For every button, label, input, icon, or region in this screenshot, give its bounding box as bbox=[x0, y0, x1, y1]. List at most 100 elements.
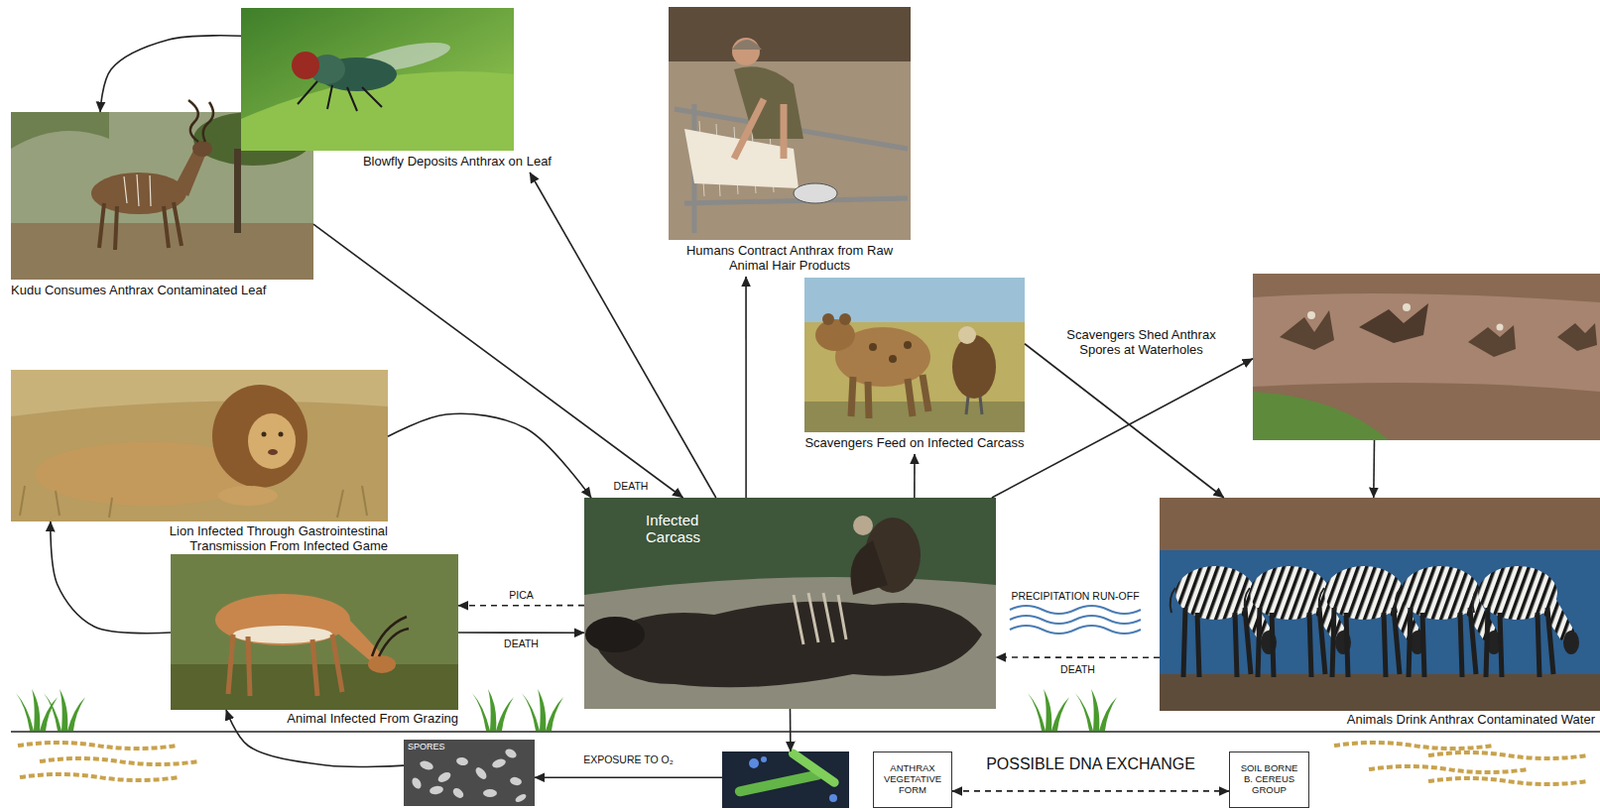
lion-photo bbox=[218, 486, 278, 506]
spore-micrograph bbox=[403, 739, 535, 807]
stage-label: SOIL BORNE B. CEREUS GROUP bbox=[1229, 751, 1310, 809]
ground bbox=[1428, 752, 1588, 759]
flow-arrow bbox=[100, 35, 242, 113]
blowfly-photo bbox=[241, 7, 514, 151]
tanning-photo bbox=[732, 39, 762, 50]
spore-micrograph bbox=[483, 789, 497, 798]
stage-box: ANTHRAX VEGETATIVE FORM bbox=[722, 751, 953, 809]
stage-label: ANTHRAX VEGETATIVE FORM bbox=[872, 751, 953, 809]
hyena-photo bbox=[966, 396, 983, 415]
blowfly-photo bbox=[291, 51, 320, 80]
lion-photo bbox=[247, 413, 296, 470]
waterhole-photo bbox=[1496, 324, 1504, 332]
carcass-photo bbox=[853, 515, 873, 536]
tanning-photo bbox=[668, 6, 911, 241]
waterhole-photo bbox=[1252, 273, 1600, 441]
hyena-photo bbox=[815, 319, 856, 352]
carcass-photo bbox=[584, 497, 996, 596]
ground bbox=[17, 742, 177, 749]
carcass-photo bbox=[793, 593, 847, 645]
lion-photo bbox=[261, 432, 267, 438]
spore-micrograph bbox=[418, 759, 435, 772]
runoff-wave bbox=[1009, 615, 1141, 624]
ground bbox=[1334, 742, 1493, 749]
hyena-photo bbox=[804, 277, 1025, 433]
spore-micrograph bbox=[455, 756, 469, 767]
spore-micrograph bbox=[513, 792, 527, 804]
carcass-photo bbox=[584, 497, 996, 710]
photo-panel: Kudu Consumes Anthrax Contaminated Leaf bbox=[10, 112, 314, 280]
caption: Animals Drink Anthrax Contaminated Water bbox=[1279, 713, 1596, 729]
ground bbox=[1027, 689, 1070, 732]
ground bbox=[43, 689, 86, 732]
photo-panel: Lion Infected Through Gastrointestinal T… bbox=[10, 369, 388, 522]
hyena-photo bbox=[868, 343, 877, 352]
caption: Humans Contract Anthrax from Raw Animal … bbox=[683, 244, 896, 274]
edge-label: DEATH bbox=[501, 637, 541, 650]
blowfly-photo bbox=[241, 7, 514, 151]
waterhole-photo bbox=[1307, 311, 1316, 320]
flow-arrow bbox=[534, 776, 723, 779]
spore-micrograph bbox=[410, 776, 424, 791]
caption: SPORES bbox=[407, 741, 468, 752]
caption: Scavengers Shed Anthrax Spores at Waterh… bbox=[1049, 328, 1233, 359]
hyena-photo bbox=[958, 326, 977, 345]
impala-photo bbox=[228, 634, 343, 697]
ground bbox=[19, 774, 179, 781]
photo-panel: Infected Carcass bbox=[584, 497, 996, 710]
flow-arrow bbox=[991, 359, 1253, 498]
impala-photo bbox=[170, 554, 459, 711]
flow-arrow bbox=[50, 521, 171, 634]
hyena-photo bbox=[903, 341, 912, 350]
photo-panel: Blowfly Deposits Anthrax on Leaf bbox=[241, 7, 552, 173]
impala-photo bbox=[215, 594, 351, 646]
kudu-photo bbox=[99, 202, 182, 250]
flow-arrow bbox=[1372, 440, 1375, 498]
bacillus-micrograph bbox=[748, 758, 759, 769]
tanning-photo bbox=[668, 6, 911, 62]
edge-label: EXPOSURE TO O₂ bbox=[581, 753, 676, 766]
ground bbox=[472, 689, 514, 732]
lion-photo bbox=[278, 432, 284, 438]
runoff-wave bbox=[1009, 606, 1141, 634]
waterhole-photo bbox=[1252, 391, 1389, 441]
photo-panel: Scavengers Shed Anthrax Spores at Waterh… bbox=[1252, 273, 1600, 441]
spore-micrograph bbox=[403, 739, 535, 807]
waterhole-photo bbox=[1279, 310, 1335, 351]
ground bbox=[521, 689, 564, 732]
ground bbox=[10, 731, 1600, 734]
tanning-photo bbox=[734, 99, 784, 159]
ground bbox=[10, 689, 1600, 785]
hyena-photo bbox=[822, 313, 835, 326]
tanning-photo bbox=[734, 66, 804, 139]
ground bbox=[15, 689, 58, 732]
bacillus-micrograph bbox=[734, 769, 824, 798]
caption: Lion Infected Through Gastrointestinal T… bbox=[110, 524, 388, 555]
ground bbox=[1428, 778, 1588, 785]
flow-arrow bbox=[1024, 344, 1225, 498]
bacillus-micrograph bbox=[722, 747, 850, 809]
edge-label: POSSIBLE DNA EXCHANGE bbox=[984, 755, 1198, 774]
caption: Infected Carcass bbox=[645, 511, 726, 547]
kudu-photo bbox=[10, 112, 110, 149]
blowfly-photo bbox=[297, 81, 382, 112]
stage-box: SOIL BORNE B. CEREUS GROUP bbox=[1229, 751, 1310, 809]
waterhole-photo bbox=[1252, 273, 1600, 441]
ground bbox=[1368, 766, 1528, 773]
impala-photo bbox=[368, 655, 396, 674]
runoff-wave bbox=[1009, 625, 1141, 634]
connectors bbox=[50, 35, 1375, 792]
zebra-photo bbox=[1159, 674, 1600, 712]
lion-photo bbox=[19, 486, 368, 518]
lion-photo bbox=[10, 369, 388, 417]
note-label: PRECIPITATION RUN-OFF bbox=[1008, 590, 1141, 603]
kudu-photo bbox=[192, 140, 213, 157]
photo-panel: Humans Contract Anthrax from Raw Animal … bbox=[668, 6, 911, 277]
kudu-photo bbox=[10, 223, 314, 280]
lion-photo bbox=[212, 384, 308, 489]
photo-panel: SPORES bbox=[403, 739, 535, 807]
